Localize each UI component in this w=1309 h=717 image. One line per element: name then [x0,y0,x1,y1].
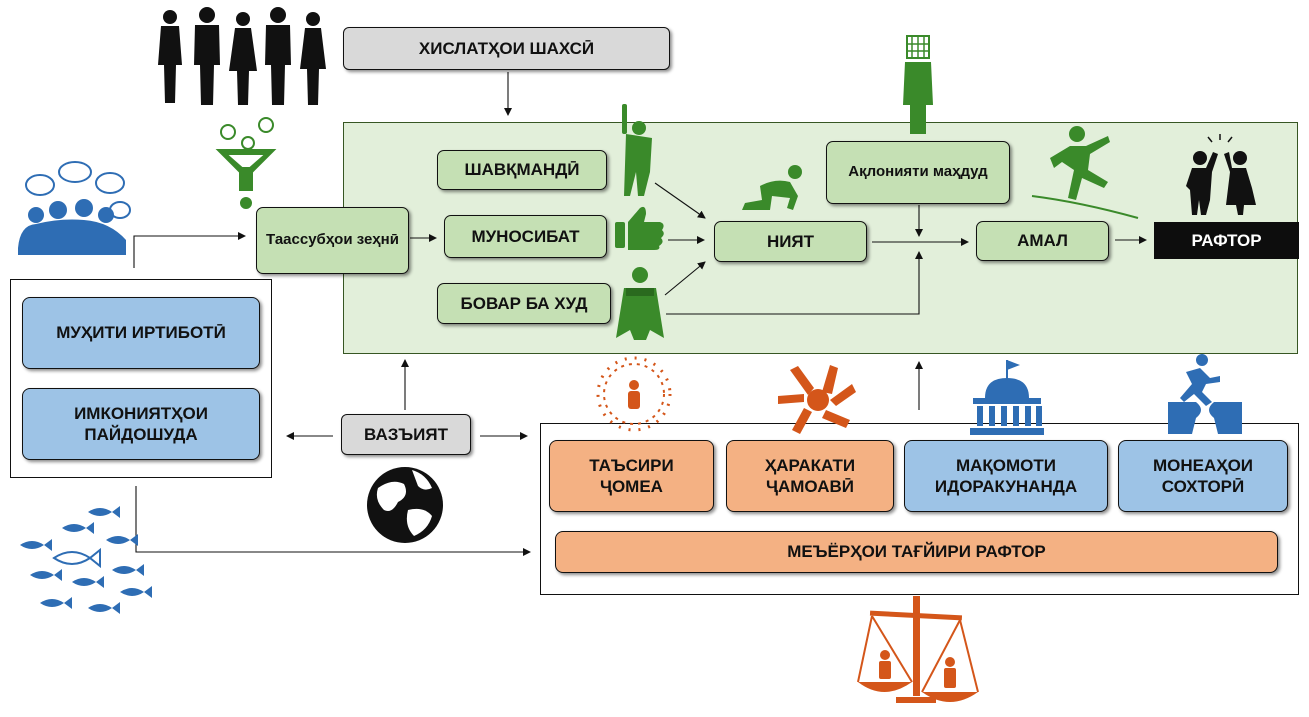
boxed-head-person-icon [903,35,933,134]
social-influence-icon [596,356,672,432]
available-opportunities-box: ИМКОНИЯТҲОИ ПАЙДОШУДА [22,388,260,460]
communication-group-icon [18,161,131,255]
intention-box: НИЯТ [714,221,867,262]
behavior-box: РАФТОР [1154,222,1299,259]
bounded-rationality-box: Ақлонияти маҳдуд [826,141,1010,204]
thumbs-up-icon [615,206,664,250]
social-influence-box: ТАЪСИРИ ҶОМЕА [549,440,714,512]
raised-hand-person-icon [622,104,652,196]
self-efficacy-box: БОВАР БА ХУД [437,283,611,324]
personal-traits-box: ХИСЛАТҲОИ ШАХСӢ [343,27,670,70]
behavior-change-norms-box: МЕЪЁРҲОИ ТАҒЙИРИ РАФТОР [555,531,1278,573]
balance-scales-icon [857,596,979,703]
arrow-enthusiasm-to-intention [654,182,706,219]
tightrope-walker-icon [1031,126,1139,219]
crawling-person-icon [742,165,802,210]
situation-box: ВАЗЪИЯТ [341,414,471,455]
collective-hands-icon [778,365,856,434]
globe-icon [367,467,443,543]
governing-authorities-box: МАҚОМОТИ ИДОРАКУНАНДА [904,440,1108,512]
cognitive-biases-box: Таассубҳои зеҳнӣ [256,207,409,274]
collective-action-box: ҲАРАКАТИ ҶАМОАВӢ [726,440,894,512]
arrow-env-to-biases [133,232,246,268]
structural-barriers-box: МОНЕАҲОИ СОХТОРӢ [1118,440,1288,512]
action-box: АМАЛ [976,221,1109,261]
communication-environment-box: МУҲИТИ ИРТИБОТӢ [22,297,260,369]
arrow-env-to-norms [135,486,531,556]
people-silhouette-icon [158,7,326,105]
filter-icon [215,117,277,209]
government-building-icon [970,360,1044,435]
attitude-box: МУНОСИБАТ [444,215,607,258]
fish-school-icon [20,506,152,614]
arrow-efficacy-to-intention [664,261,706,296]
enthusiasm-box: ШАВҚМАНДӢ [437,150,607,190]
arrow-efficacy-to-action [666,251,923,315]
superhero-icon [616,267,664,340]
gap-jump-icon [1168,354,1242,434]
arrows [133,72,1147,556]
high-five-icon [1186,134,1256,215]
